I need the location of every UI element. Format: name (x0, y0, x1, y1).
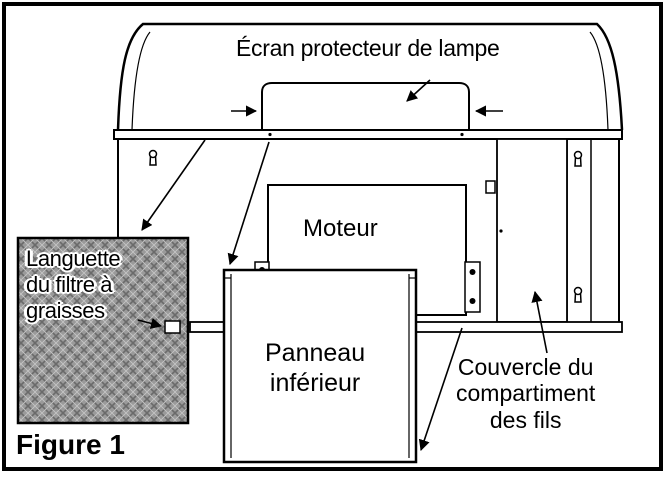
keyhole-slot-left (148, 149, 158, 166)
label-wiring-cover-line: des fils (489, 406, 562, 433)
label-bottom-panel-line: Panneau (265, 339, 366, 367)
hood-top-outline (116, 22, 624, 131)
arrow-lamp-shield-label (406, 79, 431, 102)
label-bottom-panel-line: inférieur (269, 369, 361, 397)
wiring-compartment-cover (496, 138, 568, 323)
label-grease-filter-tab-line: graisses (26, 297, 105, 323)
label-motor: Moteur (303, 215, 378, 242)
arrow-rail-to-panel (227, 141, 270, 266)
label-grease-filter-tab: Languette du filtre à graisses (26, 246, 121, 324)
keyhole-slot-right-bottom (573, 286, 583, 303)
front-rail (113, 129, 623, 140)
label-wiring-cover-line: compartiment (456, 380, 596, 407)
arrow-wiring-cover (531, 290, 548, 354)
label-wiring-cover: Couvercle du compartiment des fils (456, 354, 595, 433)
grease-filter (16, 236, 190, 425)
label-bottom-panel: Panneau inférieur (265, 338, 365, 398)
lamp-shield (261, 82, 470, 130)
arrow-rail-to-panel-bottom (418, 327, 463, 452)
arrow-filter-tab (137, 318, 163, 329)
label-grease-filter-tab-line: du filtre à (26, 271, 113, 297)
label-wiring-cover-line: Couvercle du (457, 354, 594, 380)
leader-arrows (137, 79, 548, 452)
figure-label: Figure 1 (16, 429, 125, 460)
label-grease-filter-tab-line: Languette (26, 246, 121, 271)
bottom-panel (222, 268, 418, 464)
arrow-rail-to-filter (141, 139, 206, 231)
label-lamp-shield: Écran protecteur de lampe (236, 35, 500, 61)
motor-mount-bracket-right (464, 261, 481, 313)
grease-filter-tab (164, 320, 181, 334)
keyhole-slot-right-top (573, 150, 583, 167)
